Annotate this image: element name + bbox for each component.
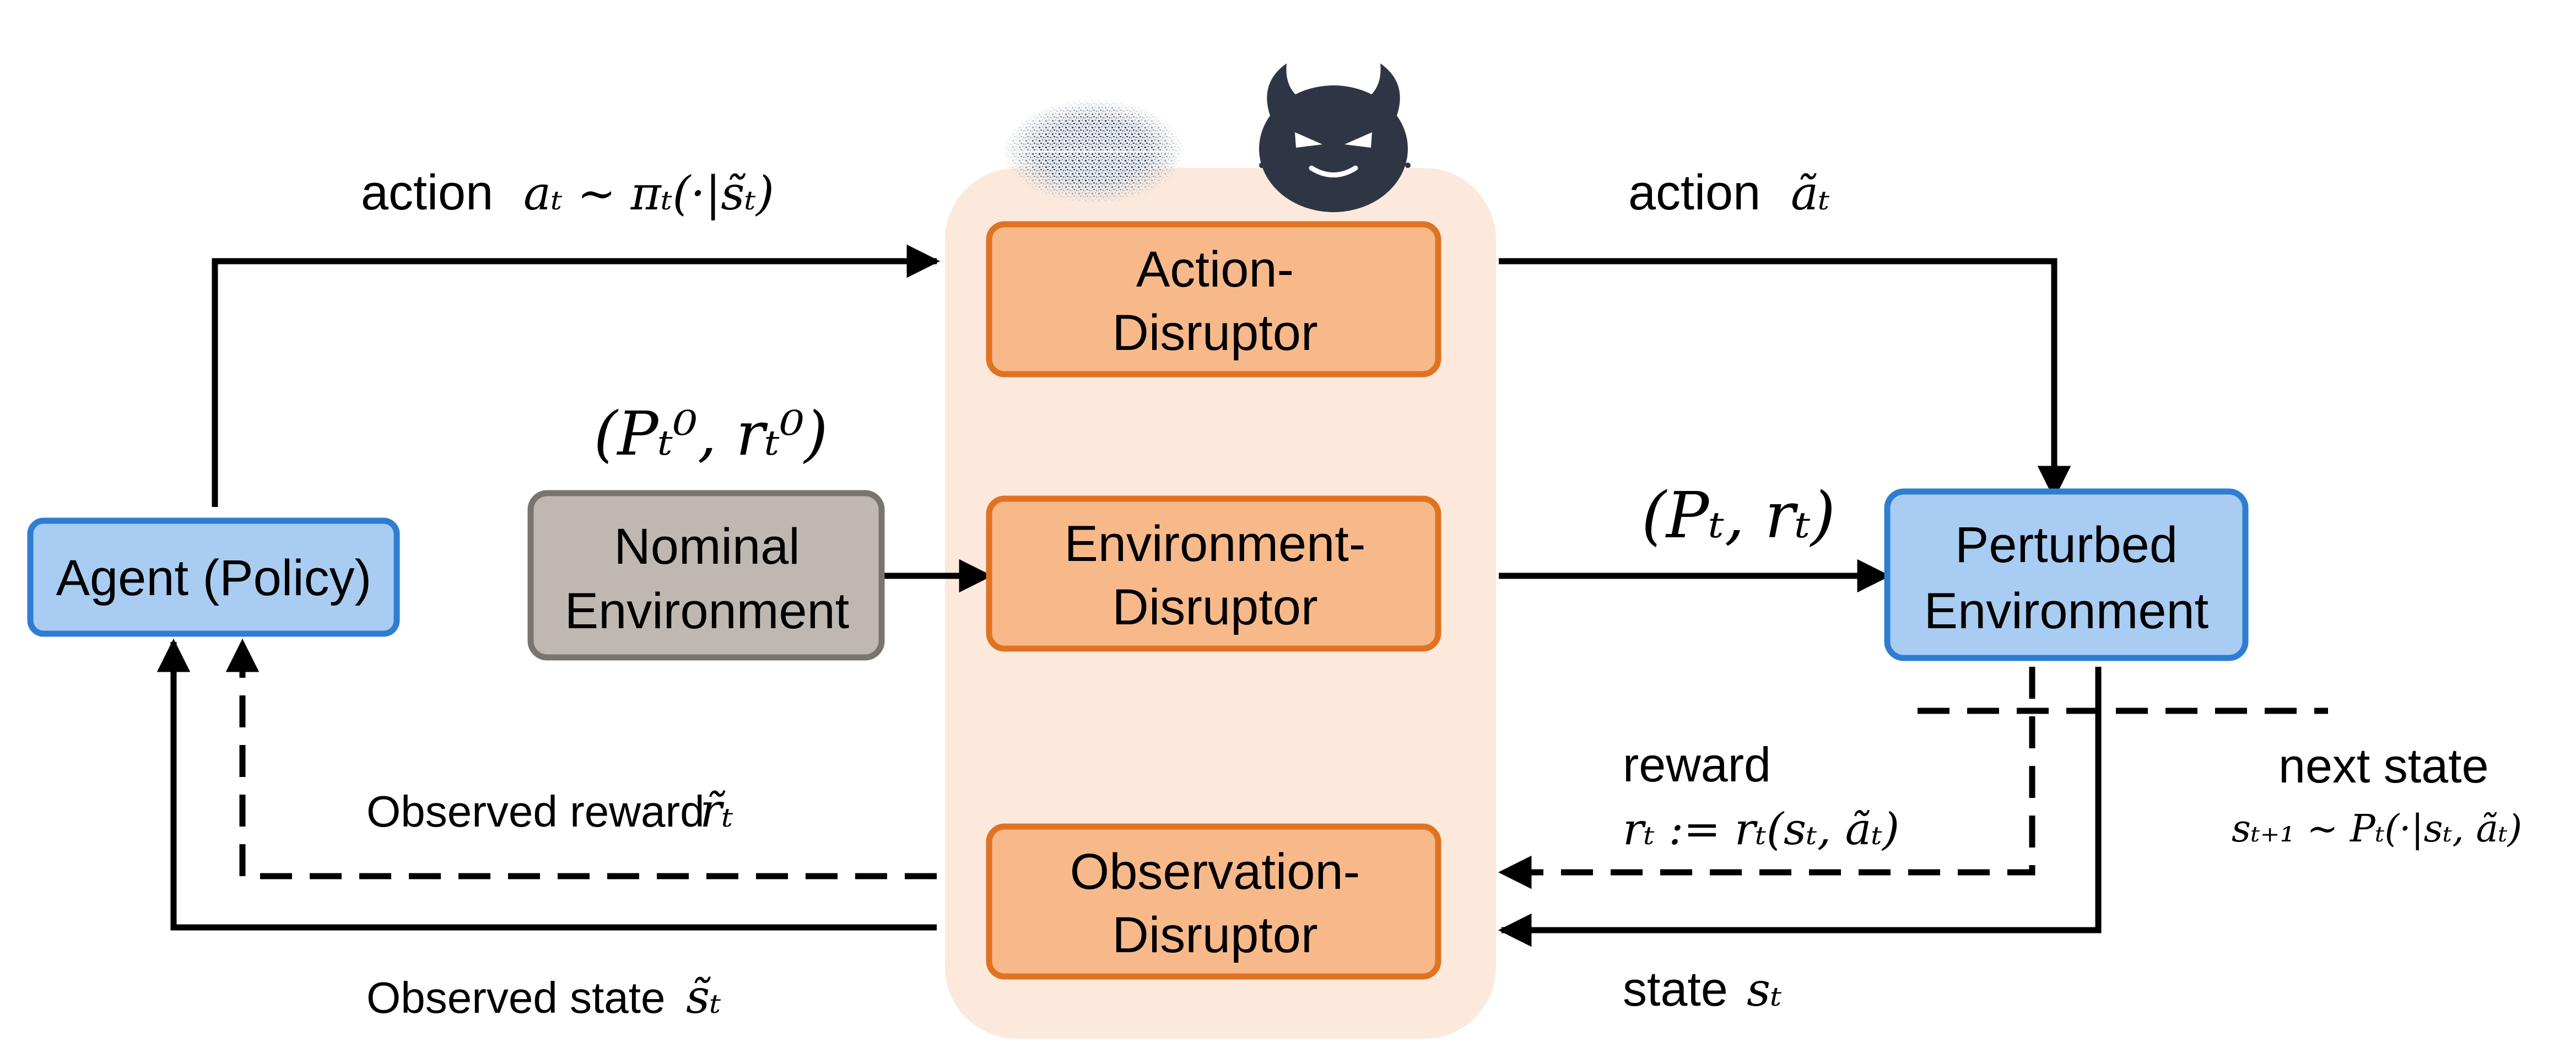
arrow-agent-to-action-disruptor (212, 244, 941, 507)
action-disruptor-node: Action- Disruptor (986, 221, 1441, 377)
next-state-word: next state (2278, 738, 2489, 793)
perturbed-label-line1: Perturbed (1955, 517, 2178, 573)
environment-disruptor-label-line1: Environment- (1064, 516, 1365, 572)
observation-disruptor-label-line2: Disruptor (1112, 907, 1317, 963)
observation-disruptor-label-line1: Observation- (1070, 844, 1360, 900)
observed-reward-math: r̃ₜ (700, 784, 733, 838)
action-in-label: action aₜ ∼ πₜ(·|s̃ₜ) (361, 165, 774, 220)
next-state-math: sₜ₊₁ ∼ Pₜ(·|sₜ, ãₜ) (2232, 807, 2522, 851)
state-math: sₜ (1747, 963, 1782, 1017)
action-out-math: ãₜ (1791, 166, 1830, 220)
perturbed-environment-node: Perturbed Environment (1884, 488, 2249, 661)
reward-word: reward (1623, 737, 1771, 792)
agent-node: Agent (Policy) (27, 517, 400, 637)
nominal-label-line2: Environment (565, 583, 849, 639)
arrow-observed-state-to-agent (156, 638, 937, 931)
state-word: state (1623, 962, 1728, 1016)
observed-state-word: Observed state (366, 973, 666, 1022)
arrow-observed-reward-to-agent (225, 638, 937, 879)
action-disruptor-label-line2: Disruptor (1112, 305, 1317, 361)
arrow-state-to-observation-disruptor (1498, 667, 2102, 947)
observed-state-label: Observed state s̃ₜ (366, 970, 721, 1024)
noise-cloud-icon (1003, 99, 1185, 204)
action-in-math: aₜ ∼ πₜ(·|s̃ₜ) (523, 166, 774, 220)
state-label: state sₜ (1623, 962, 1782, 1017)
devil-icon (1259, 63, 1411, 212)
observed-state-math: s̃ₜ (686, 970, 721, 1024)
nominal-environment-node: Nominal Environment (527, 490, 885, 661)
reward-label: reward rₜ := rₜ(sₜ, ãₜ) (1623, 737, 1899, 855)
action-in-word: action (361, 165, 493, 220)
next-state-label: next state sₜ₊₁ ∼ Pₜ(·|sₜ, ãₜ) (2232, 738, 2522, 851)
environment-disruptor-node: Environment- Disruptor (986, 495, 1441, 652)
nominal-params-label: (Pₜ⁰, rₜ⁰) (594, 398, 828, 469)
perturbed-label-line2: Environment (1924, 583, 2208, 639)
nominal-label-line1: Nominal (614, 519, 800, 575)
perturbed-params-label: (Pₜ, rₜ) (1641, 479, 1835, 553)
observation-disruptor-node: Observation- Disruptor (986, 823, 1441, 980)
action-out-word: action (1628, 165, 1760, 220)
arrow-reward-to-observation-disruptor (1498, 667, 2035, 889)
observed-reward-word: Observed reward (366, 787, 705, 836)
action-disruptor-label-line1: Action- (1136, 241, 1294, 298)
action-out-label: action ãₜ (1628, 165, 1830, 220)
agent-label: Agent (Policy) (56, 550, 372, 606)
arrow-action-disruptor-to-perturbed-env (1499, 258, 2071, 500)
observed-reward-label: Observed reward r̃ₜ (366, 784, 733, 838)
reward-math: rₜ := rₜ(sₜ, ãₜ) (1623, 803, 1899, 855)
environment-disruptor-label-line2: Disruptor (1112, 579, 1317, 635)
